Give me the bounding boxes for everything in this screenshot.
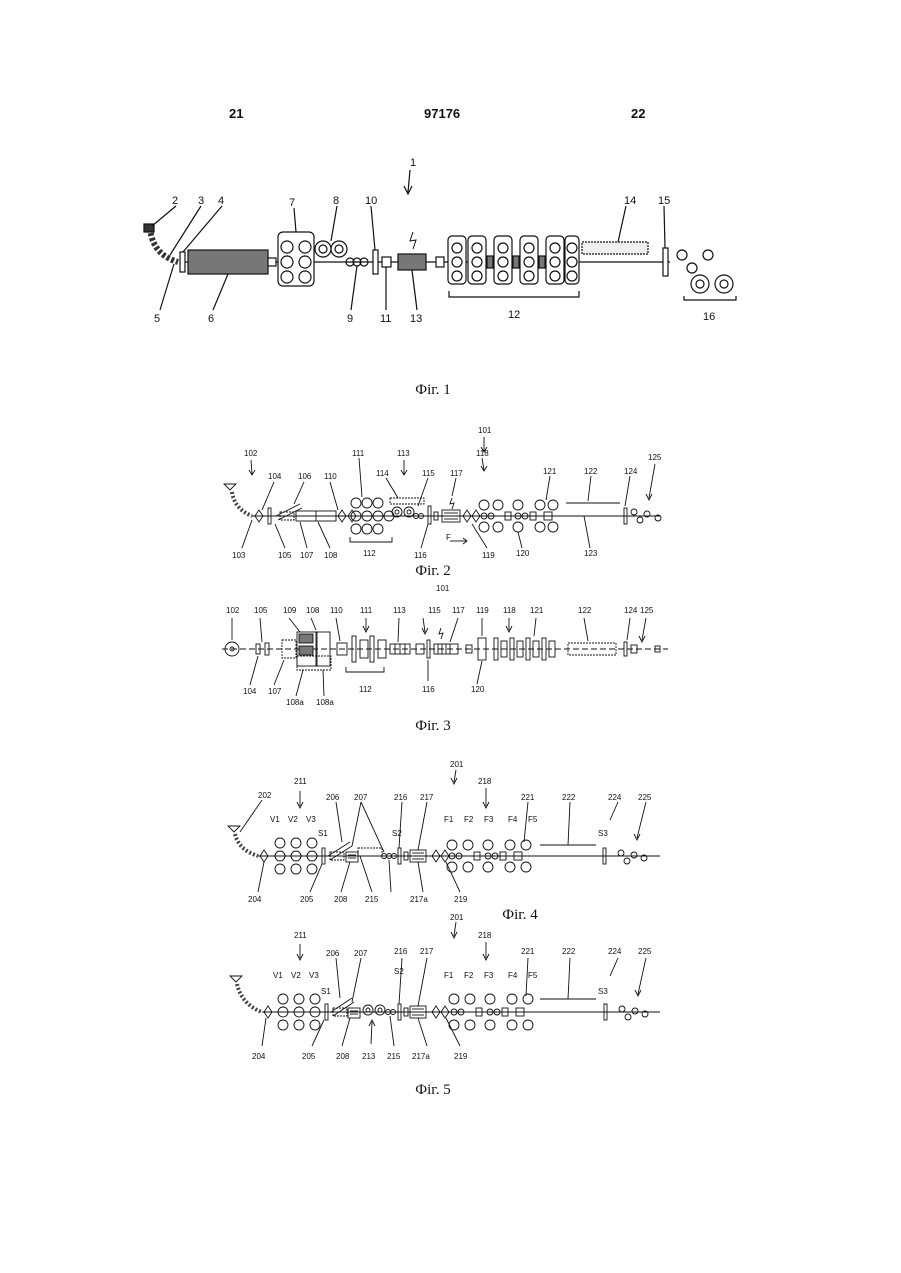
fig5-label: 205 [302,1052,316,1061]
fig5-stand-label: F2 [464,971,474,980]
figure-5-caption: Фіг. 5 [373,1082,493,1099]
fig5-stand-label: S1 [321,987,331,996]
fig5-stand-label: F4 [508,971,518,980]
fig5-label: 224 [608,947,622,956]
fig5-stand-label: S3 [598,987,608,996]
fig5-stand-label: V2 [291,971,301,980]
fig5-stand-label: F5 [528,971,538,980]
fig5-label: 217 [420,947,434,956]
fig5-label: 201 [450,913,464,922]
fig5-label: 217a [412,1052,430,1061]
fig5-label: 222 [562,947,576,956]
fig5-stand-label: F3 [484,971,494,980]
fig5-label: 219 [454,1052,468,1061]
fig5-label: 208 [336,1052,350,1061]
fig5-stand-label: S2 [394,967,404,976]
fig5-label: 204 [252,1052,266,1061]
fig5-label: 213 [362,1052,376,1061]
fig5-stand-label: V1 [273,971,283,980]
fig5-label: 221 [521,947,535,956]
fig5-label: 218 [478,931,492,940]
fig5-label: 216 [394,947,408,956]
fig5-label: 207 [354,949,368,958]
fig5-label: 215 [387,1052,401,1061]
fig5-label: 206 [326,949,340,958]
fig5-label: 225 [638,947,652,956]
fig5-stand-label: V3 [309,971,319,980]
fig5-label: 211 [294,931,307,940]
fig5-stand-label: F1 [444,971,454,980]
